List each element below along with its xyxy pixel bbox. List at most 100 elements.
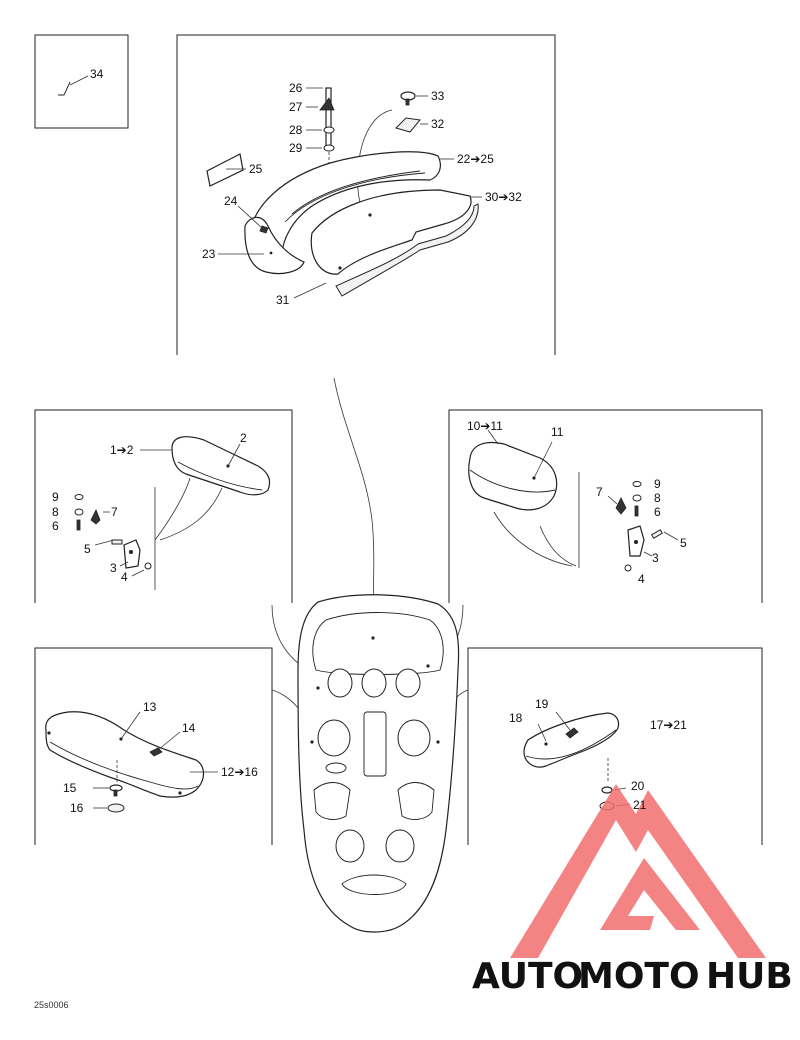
seat-well-right	[397, 719, 431, 757]
nut-4a	[144, 562, 152, 570]
cushion-11	[468, 441, 558, 511]
center-console	[363, 711, 387, 777]
gasket-31	[335, 203, 479, 297]
callout-14: 14	[182, 721, 196, 735]
key-shape	[58, 81, 71, 96]
watermark-logo: AUTO MOTO HUB	[472, 784, 793, 997]
frame-top-center	[176, 34, 556, 355]
callout-32: 32	[431, 117, 445, 131]
rear-well-right	[385, 829, 415, 863]
callout-29: 29	[289, 141, 303, 155]
grommet-7b	[615, 497, 627, 515]
callout-30-32: 30➔32	[485, 190, 522, 204]
hull-outline	[297, 594, 460, 933]
figure-code: 25s0006	[34, 1000, 69, 1010]
callout-3a: 3	[110, 561, 117, 575]
screw-33-shank	[405, 98, 410, 106]
decal-25	[206, 153, 244, 187]
callout-27: 27	[289, 100, 303, 114]
washer-9a	[74, 494, 84, 500]
cupholder-right	[395, 668, 421, 698]
callout-13: 13	[143, 700, 157, 714]
callout-labels: 34 26 27 28 29 33 32 25 22➔25 30➔32 24 2…	[34, 67, 687, 1010]
plate-32	[395, 117, 421, 133]
assembly-12-16	[45, 711, 218, 813]
callout-31: 31	[276, 293, 290, 307]
clip-19	[565, 727, 579, 739]
screw-20	[601, 786, 613, 794]
frame-right-lower	[467, 647, 763, 845]
watermark-auto: AUTO	[472, 956, 583, 997]
watermark-triangle-outer	[510, 784, 766, 958]
cushion-2	[171, 436, 271, 496]
callout-12-16: 12➔16	[221, 765, 258, 779]
watermark-moto: MOTO	[578, 956, 700, 997]
callout-5b: 5	[680, 536, 687, 550]
callout-24: 24	[224, 194, 238, 208]
watermark-triangle-inner	[600, 858, 700, 930]
top-assembly	[206, 87, 482, 299]
leader-34	[69, 75, 89, 86]
washer-28	[323, 126, 335, 134]
frame-right-upper	[448, 409, 763, 603]
callout-11: 11	[551, 425, 564, 439]
callout-15: 15	[63, 781, 77, 795]
assembly-17-21	[523, 711, 631, 811]
callout-26: 26	[289, 81, 303, 95]
callout-33: 33	[431, 89, 445, 103]
cupholder-center	[361, 668, 387, 698]
callout-2: 2	[240, 431, 247, 445]
callout-3b: 3	[652, 551, 659, 565]
frame-left-upper	[34, 409, 293, 603]
frame-34	[34, 34, 129, 129]
callout-9b: 9	[654, 477, 661, 491]
cupholder-left	[327, 668, 353, 698]
callout-20: 20	[631, 779, 645, 793]
callout-4b: 4	[638, 572, 645, 586]
frame-lines	[34, 34, 763, 845]
cover-18	[523, 712, 620, 768]
part-34-key	[58, 75, 89, 96]
latch-3a	[123, 539, 141, 569]
front-compartment	[312, 612, 444, 675]
callout-6a: 6	[52, 519, 59, 533]
washer-16	[107, 803, 125, 813]
clip-24	[259, 225, 269, 234]
callout-17-21: 17➔21	[650, 718, 687, 732]
cover-13	[45, 711, 205, 798]
callout-28: 28	[289, 123, 303, 137]
callout-7b: 7	[596, 485, 603, 499]
watermark-hub: HUB	[706, 956, 793, 997]
callout-21: 21	[633, 798, 647, 812]
callout-19: 19	[535, 697, 549, 711]
clip-14	[149, 747, 163, 757]
callout-8b: 8	[654, 491, 661, 505]
deck-hull	[297, 594, 460, 933]
screw-5b	[650, 529, 664, 539]
grommet-27	[319, 97, 335, 111]
grommet-7a	[90, 509, 101, 525]
callout-23: 23	[202, 247, 216, 261]
assembly-10-11	[468, 429, 679, 572]
callout-1-2: 1➔2	[110, 443, 134, 457]
callout-34: 34	[90, 67, 104, 81]
callout-16: 16	[70, 801, 84, 815]
callout-4a: 4	[121, 570, 128, 584]
bracket-23	[244, 216, 305, 275]
rear-well-left	[335, 829, 365, 863]
seat-well-left	[317, 719, 351, 757]
callout-18: 18	[509, 711, 523, 725]
footwell-left	[313, 782, 351, 820]
footwell-right	[397, 782, 435, 820]
callout-10-11: 10➔11	[467, 419, 503, 433]
frame-left-lower	[34, 647, 273, 845]
nut-8b	[632, 494, 642, 502]
pin-6a	[76, 519, 81, 531]
nut-4b	[624, 564, 632, 572]
callout-5a: 5	[84, 542, 91, 556]
vent-left	[325, 762, 347, 774]
callout-8a: 8	[52, 505, 59, 519]
washer-9b	[632, 481, 642, 487]
lid-30	[310, 189, 472, 275]
